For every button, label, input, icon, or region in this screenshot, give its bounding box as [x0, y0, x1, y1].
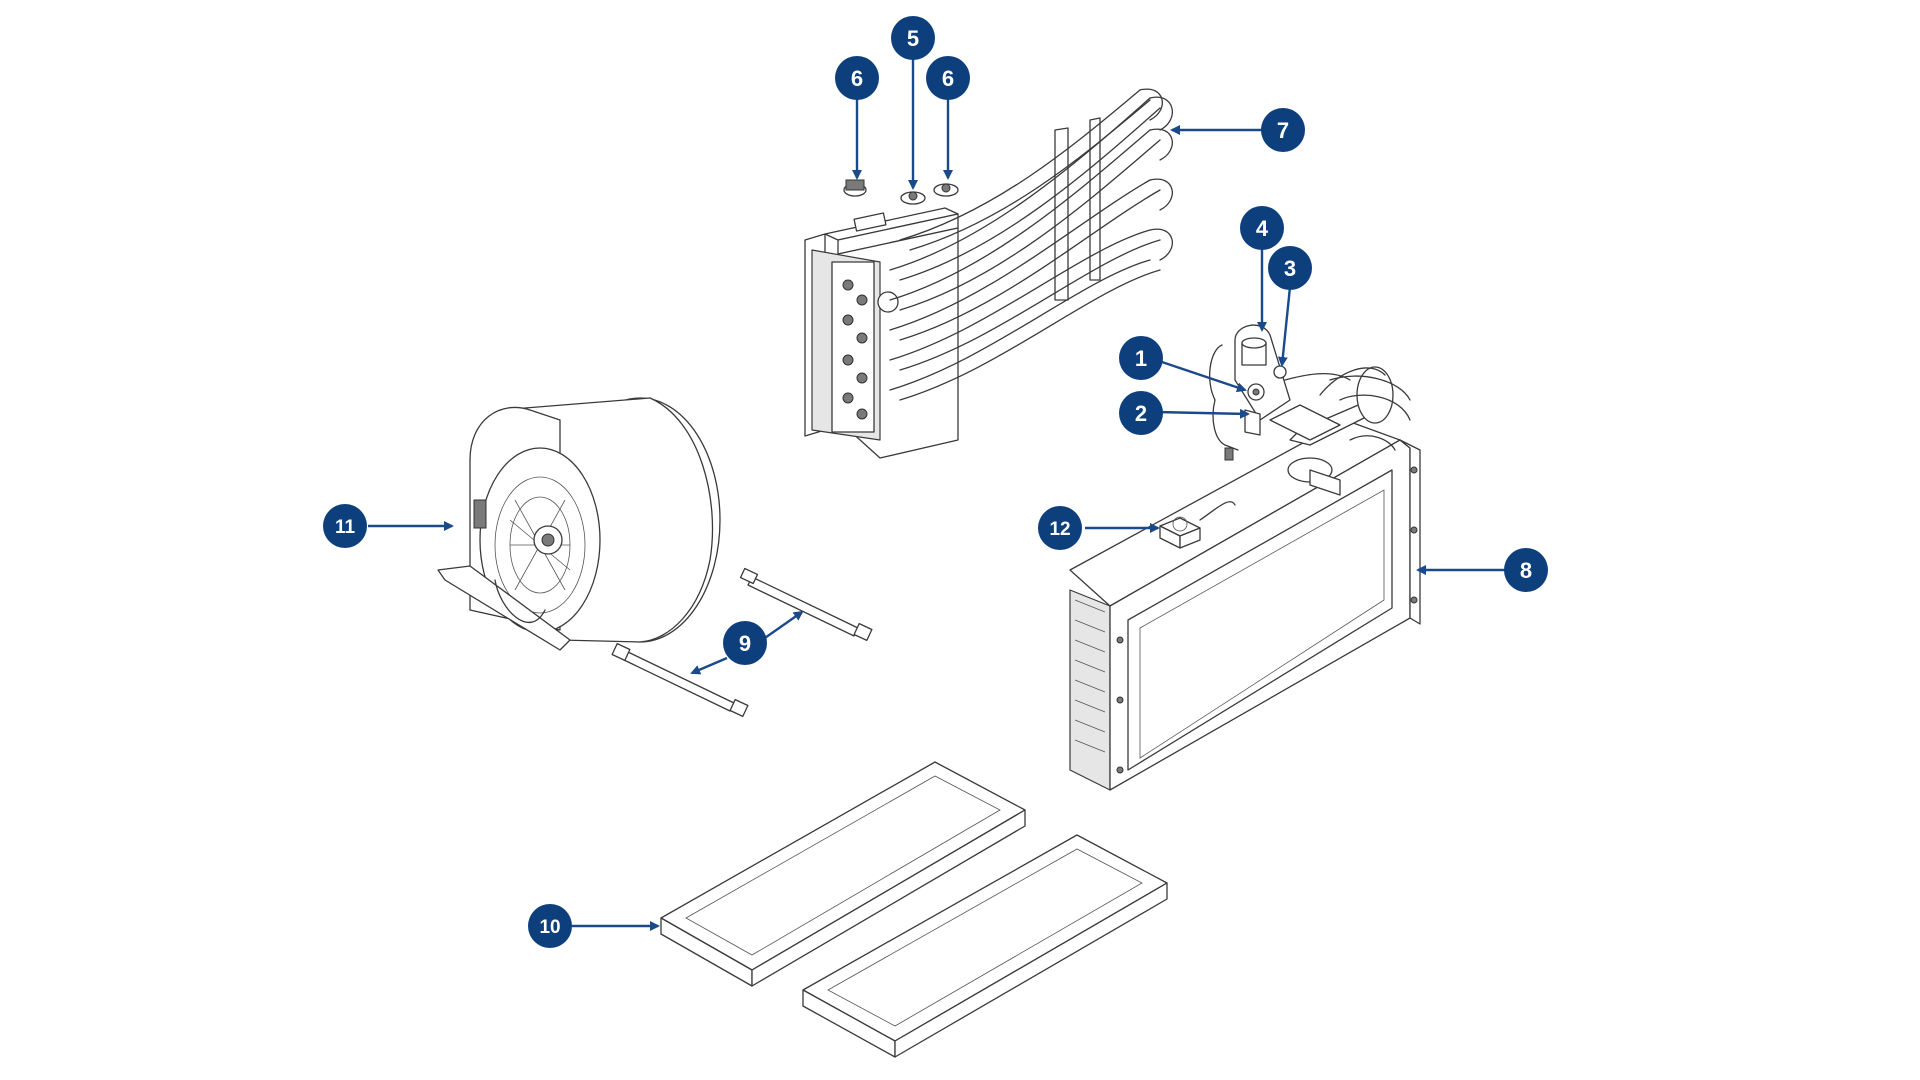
callout-5: 5: [891, 16, 935, 60]
nameplate: [853, 212, 887, 232]
callout-3-label: 3: [1284, 256, 1296, 281]
arrow-9b: [690, 656, 728, 675]
terminal-block: [831, 261, 875, 433]
callout-5-label: 5: [907, 26, 919, 51]
callout-11-label: 11: [335, 517, 356, 538]
callout-9: 9: [723, 621, 767, 665]
callout-11: 11: [323, 504, 367, 548]
callout-4-circle: [1240, 206, 1284, 250]
arrow-9a: [761, 610, 804, 641]
heater-limit-switch-left: [843, 179, 867, 197]
electric-heater: [804, 88, 1173, 459]
callout-arrows: [368, 58, 1505, 931]
callout-badges: 1 2 3 4 5 6 6 7: [323, 16, 1548, 948]
filter-lower: [802, 834, 1168, 1058]
callout-2: 2: [1119, 391, 1163, 435]
callout-6b: 6: [926, 56, 970, 100]
callout-11-circle: [323, 504, 367, 548]
callout-2-circle: [1119, 391, 1163, 435]
filters: [660, 761, 1168, 1058]
callout-8-label: 8: [1520, 558, 1532, 583]
callout-7: 7: [1261, 108, 1305, 152]
callout-6a-circle: [835, 56, 879, 100]
arrow-1: [1155, 358, 1247, 393]
callout-1-circle: [1119, 336, 1163, 380]
callout-6a: 6: [835, 56, 879, 100]
callout-3: 3: [1268, 246, 1312, 290]
callout-4: 4: [1240, 206, 1284, 250]
callout-8: 8: [1504, 548, 1548, 592]
coil-sensor: [1159, 501, 1236, 549]
callout-6b-label: 6: [942, 66, 954, 91]
callout-10: 10: [528, 904, 572, 948]
callout-6a-label: 6: [851, 66, 863, 91]
filter-upper: [660, 761, 1026, 987]
callout-7-label: 7: [1277, 118, 1289, 143]
flex-hoses: [611, 567, 873, 718]
callout-10-label: 10: [539, 917, 560, 938]
callout-9-label: 9: [739, 631, 751, 656]
heating-elements: [889, 88, 1173, 401]
hose-upper: [739, 567, 873, 642]
callout-5-circle: [891, 16, 935, 60]
callout-12: 12: [1038, 506, 1082, 550]
arrow-3: [1277, 286, 1292, 367]
valve-assembly: [1209, 324, 1386, 461]
callout-9-circle: [723, 621, 767, 665]
callout-10-circle: [528, 904, 572, 948]
callout-4-label: 4: [1256, 216, 1269, 241]
callout-1-label: 1: [1135, 346, 1147, 371]
hose-lower: [611, 642, 749, 718]
callout-12-label: 12: [1049, 519, 1070, 540]
callout-6b-circle: [926, 56, 970, 100]
callout-3-circle: [1268, 246, 1312, 290]
heater-limit-switch-right: [933, 183, 959, 197]
blower-wheel: [494, 476, 586, 614]
callout-2-label: 2: [1135, 401, 1147, 426]
callout-1: 1: [1119, 336, 1163, 380]
blower-label-plate: [473, 499, 487, 529]
arrow-2: [1155, 408, 1250, 419]
callout-12-circle: [1038, 506, 1082, 550]
callout-8-circle: [1504, 548, 1548, 592]
blower-assembly: [437, 397, 721, 651]
callout-7-circle: [1261, 108, 1305, 152]
heater-control-switch: [900, 191, 926, 205]
